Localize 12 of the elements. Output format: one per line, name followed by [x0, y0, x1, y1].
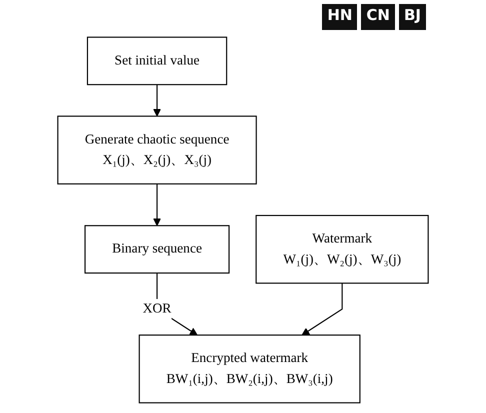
node-box: Generate chaotic sequence X₁(j)、X₂(j)、X₃(j): [57, 116, 257, 184]
watermark-letters: CN: [361, 4, 395, 30]
node-box: Binary sequence: [84, 225, 230, 274]
edge-label: XOR: [142, 302, 172, 316]
node-box: Encrypted watermark BW₁(i,j)、BW₂(i,j)、BW₃(i,j): [138, 334, 360, 404]
node-box: Watermark W₁(j)、W₂(j)、W₃(j): [256, 214, 429, 284]
arrow: [153, 84, 162, 117]
node-box: Set initial value: [86, 36, 228, 86]
arrow: [302, 283, 343, 336]
watermark-letters: HN: [322, 4, 358, 30]
watermark-letters: BJ: [398, 4, 426, 30]
arrow: [153, 184, 162, 226]
